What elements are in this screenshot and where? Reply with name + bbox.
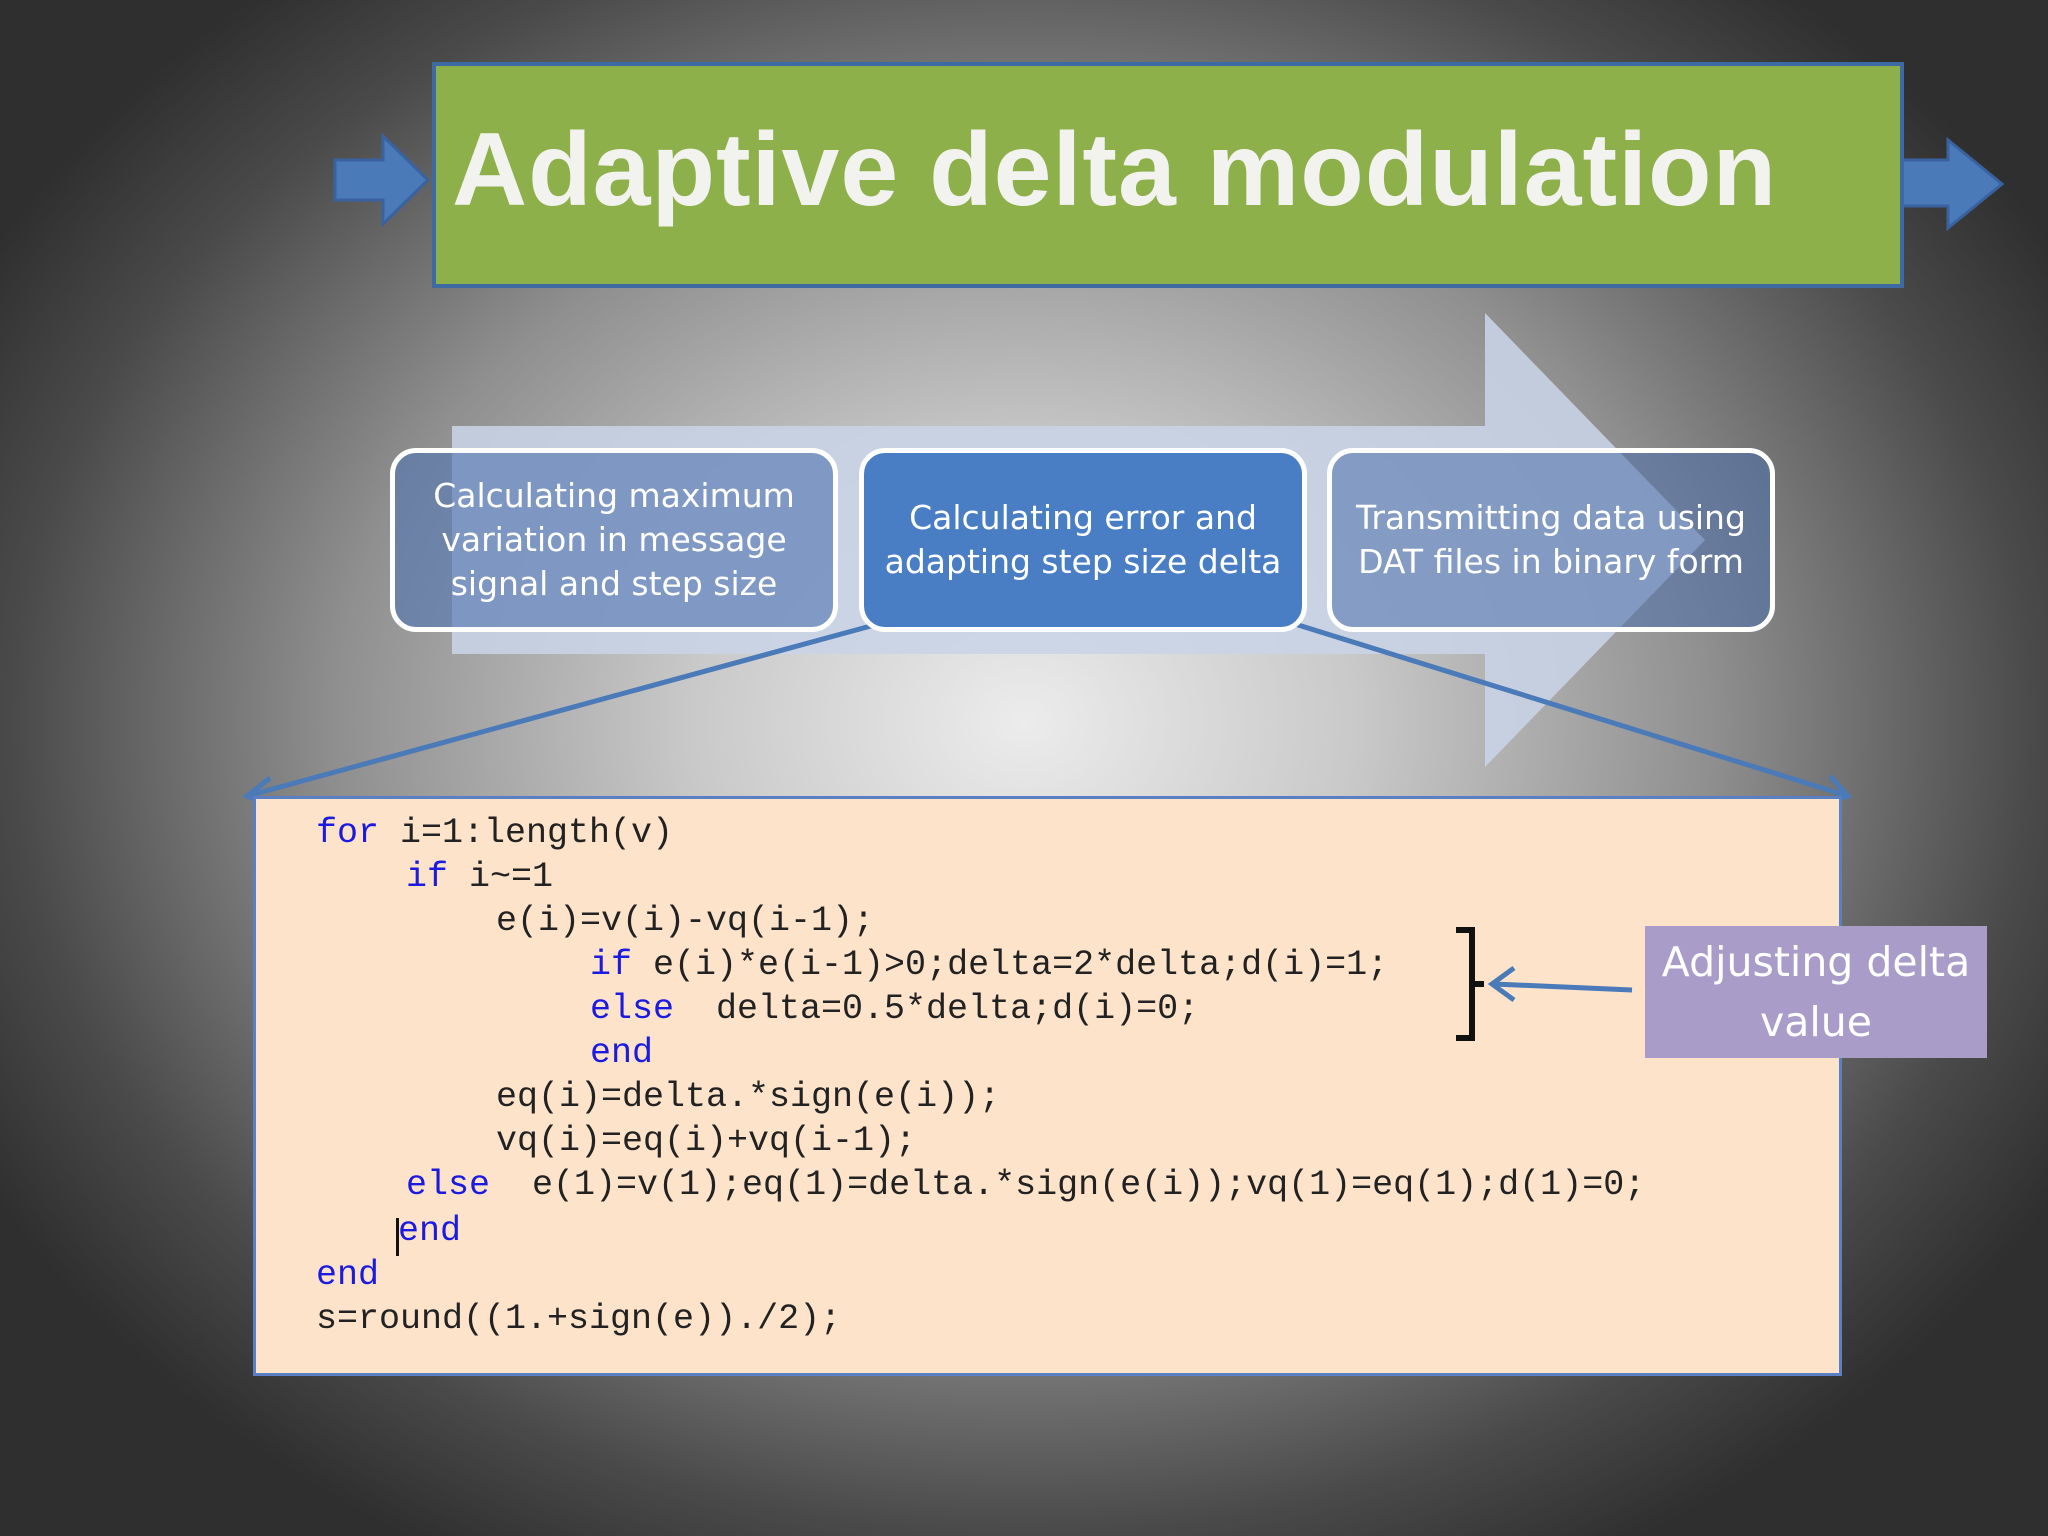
code-keyword: for [316,813,380,853]
code-line-4: if e(i)*e(i-1)>0;delta=2*delta;d(i)=1; [590,943,1388,987]
code-line-9: else e(1)=v(1);eq(1)=delta.*sign(e(i));v… [406,1163,1645,1207]
code-line-1: for i=1:length(v) [316,811,673,855]
code-line-11: end [316,1253,379,1297]
code-block [253,796,1842,1376]
zoom-line-right [1294,621,1849,799]
code-line-7: eq(i)=delta.*sign(e(i)); [496,1075,1000,1119]
process-step-1: Calculating maximum variation in message… [390,448,838,632]
process-step-2-label: Calculating error and adapting step size… [884,498,1282,581]
code-keyword: if [590,945,633,985]
code-text: i~=1 [448,857,554,897]
annotation-label-text: Adjusting delta value [1661,938,1971,1046]
zoom-line-left [246,621,879,799]
code-text: e(1)=v(1);eq(1)=delta.*sign(e(i));vq(1)=… [490,1165,1646,1205]
code-line-12: s=round((1.+sign(e))./2); [316,1297,841,1341]
code-text: eq(i)=delta.*sign(e(i)); [496,1077,1001,1117]
code-text: delta=0.5*delta;d(i)=0; [674,989,1200,1029]
code-line-3: e(i)=v(i)-vq(i-1); [496,899,874,943]
code-text: e(i)=v(i)-vq(i-1); [496,901,875,941]
process-step-2: Calculating error and adapting step size… [859,448,1307,632]
annotation-label: Adjusting delta value [1645,926,1987,1058]
code-keyword: end [398,1211,462,1251]
code-keyword: else [406,1165,491,1205]
slide-title: Adaptive delta modulation [452,112,1778,228]
code-text: s=round((1.+sign(e))./2); [316,1299,842,1339]
process-step-3: Transmitting data using DAT files in bin… [1327,448,1775,632]
code-text: vq(i)=eq(i)+vq(i-1); [496,1121,917,1161]
text-cursor [396,1218,399,1256]
code-line-10: end [398,1209,461,1253]
process-step-3-label: Transmitting data using DAT files in bin… [1356,498,1746,581]
code-keyword: if [406,857,449,897]
code-line-2: if i~=1 [406,855,553,899]
code-text: e(i)*e(i-1)>0;delta=2*delta;d(i)=1; [632,945,1389,985]
code-keyword: else [590,989,675,1029]
code-line-6: end [590,1031,653,1075]
code-line-8: vq(i)=eq(i)+vq(i-1); [496,1119,916,1163]
code-keyword: end [590,1033,654,1073]
title-left-arrow [333,132,431,228]
code-keyword: end [316,1255,380,1295]
code-line-5: else delta=0.5*delta;d(i)=0; [590,987,1199,1031]
process-step-1-label: Calculating maximum variation in message… [433,476,795,603]
title-banner [432,62,1904,288]
code-text: i=1:length(v) [379,813,674,853]
